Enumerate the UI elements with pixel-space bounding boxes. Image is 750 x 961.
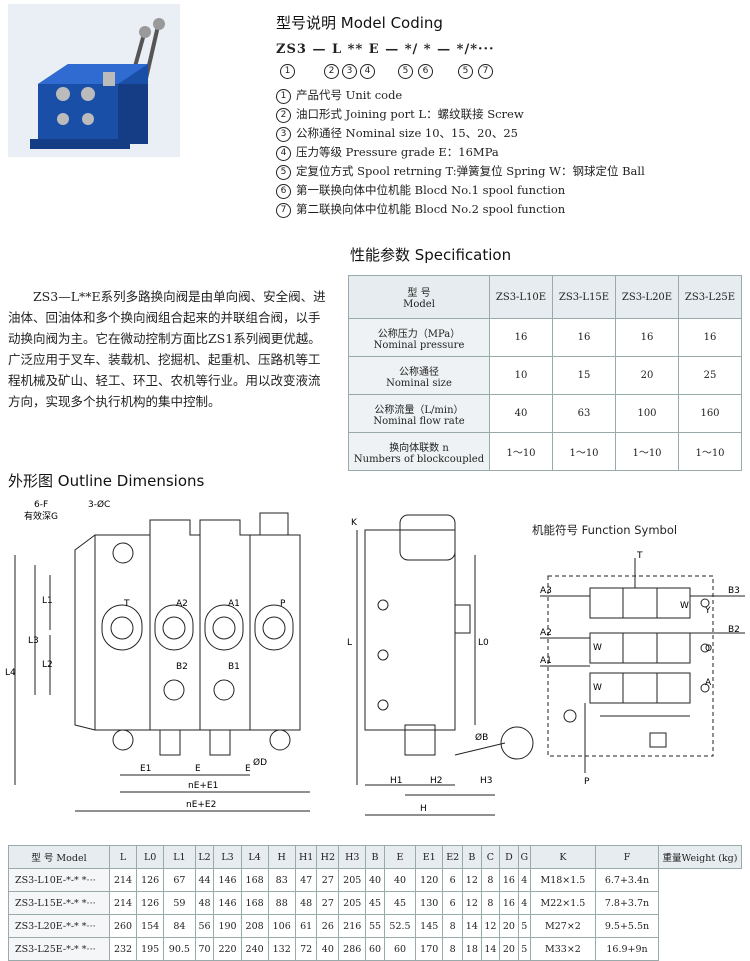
- outline-front-view: 6-F 有效深G 3-ØC T A2 A1 P B2 B1 L4 L3 L1 L…: [5, 499, 310, 812]
- description-text: ZS3—L**E系列多路换向阀是由单向阀、安全阀、进油体、回油体和多个换向阀组合…: [8, 289, 326, 409]
- svg-text:L2: L2: [42, 660, 53, 670]
- svg-text:nE+E1: nE+E1: [188, 781, 218, 791]
- code-number: 1: [280, 64, 295, 79]
- product-photo: [8, 4, 180, 157]
- svg-text:W: W: [593, 683, 602, 693]
- spec-model: ZS3-L15E: [552, 275, 616, 319]
- svg-text:L: L: [347, 638, 352, 648]
- specification-title: 性能参数 Specification: [350, 246, 512, 264]
- svg-text:nE+E2: nE+E2: [186, 800, 216, 810]
- svg-text:ØD: ØD: [253, 757, 267, 768]
- function-symbol-title: 机能符号 Function Symbol: [532, 523, 678, 537]
- svg-text:A1: A1: [540, 656, 552, 666]
- svg-text:P: P: [280, 599, 286, 609]
- svg-text:A3: A3: [540, 586, 552, 596]
- svg-text:H3: H3: [480, 776, 493, 786]
- svg-text:H2: H2: [430, 776, 443, 786]
- model-coding-title: 型号说明 Model Coding: [276, 14, 443, 32]
- svg-text:T: T: [123, 599, 130, 609]
- outline-side-view: K L L0 ØB H1 H2 H3 H: [347, 514, 534, 816]
- code-number: 7: [478, 64, 493, 79]
- svg-text:E1: E1: [140, 764, 151, 774]
- code-number: 5: [398, 64, 413, 79]
- code-number: 4: [360, 64, 375, 79]
- svg-text:H: H: [420, 804, 427, 814]
- function-symbol-diagram: T A3 B3 A2 B2 A1 Y O A W W W P: [540, 551, 745, 787]
- svg-text:B2: B2: [728, 625, 740, 635]
- code-numbers: 1 2 3 4 5 6 5 7: [278, 64, 508, 80]
- spec-model: ZS3-L10E: [489, 275, 553, 319]
- svg-text:A: A: [705, 678, 712, 688]
- svg-text:T: T: [636, 551, 643, 561]
- label-3c: 3-ØC: [88, 499, 110, 510]
- svg-text:B1: B1: [228, 662, 240, 672]
- code-number: 2: [324, 64, 339, 79]
- outline-title: 外形图 Outline Dimensions: [8, 472, 205, 490]
- svg-text:H1: H1: [390, 776, 403, 786]
- svg-text:B3: B3: [728, 586, 740, 596]
- code-number: 5: [458, 64, 473, 79]
- svg-text:ØB: ØB: [475, 732, 488, 743]
- svg-text:L3: L3: [28, 636, 39, 646]
- model-code-line: ZS3 — L ** E — */ * — */*···: [276, 42, 495, 57]
- svg-text:O: O: [705, 644, 712, 654]
- svg-text:W: W: [680, 601, 689, 611]
- svg-text:K: K: [351, 518, 358, 528]
- code-number: 6: [418, 64, 433, 79]
- label-6f: 6-F: [34, 500, 48, 510]
- svg-text:L4: L4: [5, 668, 16, 678]
- spec-model: ZS3-L20E: [615, 275, 679, 319]
- code-number: 3: [342, 64, 357, 79]
- svg-text:Y: Y: [704, 606, 711, 616]
- spec-model: ZS3-L25E: [678, 275, 742, 319]
- svg-text:A1: A1: [228, 599, 240, 609]
- svg-text:L1: L1: [42, 596, 53, 606]
- svg-text:L0: L0: [478, 638, 489, 648]
- svg-text:A2: A2: [540, 628, 552, 638]
- svg-text:A2: A2: [176, 599, 188, 609]
- label-depth: 有效深G: [24, 510, 58, 522]
- svg-text:E: E: [195, 764, 201, 774]
- svg-text:E: E: [245, 764, 251, 774]
- svg-text:P: P: [584, 777, 590, 787]
- svg-text:W: W: [593, 643, 602, 653]
- svg-text:B2: B2: [176, 662, 188, 672]
